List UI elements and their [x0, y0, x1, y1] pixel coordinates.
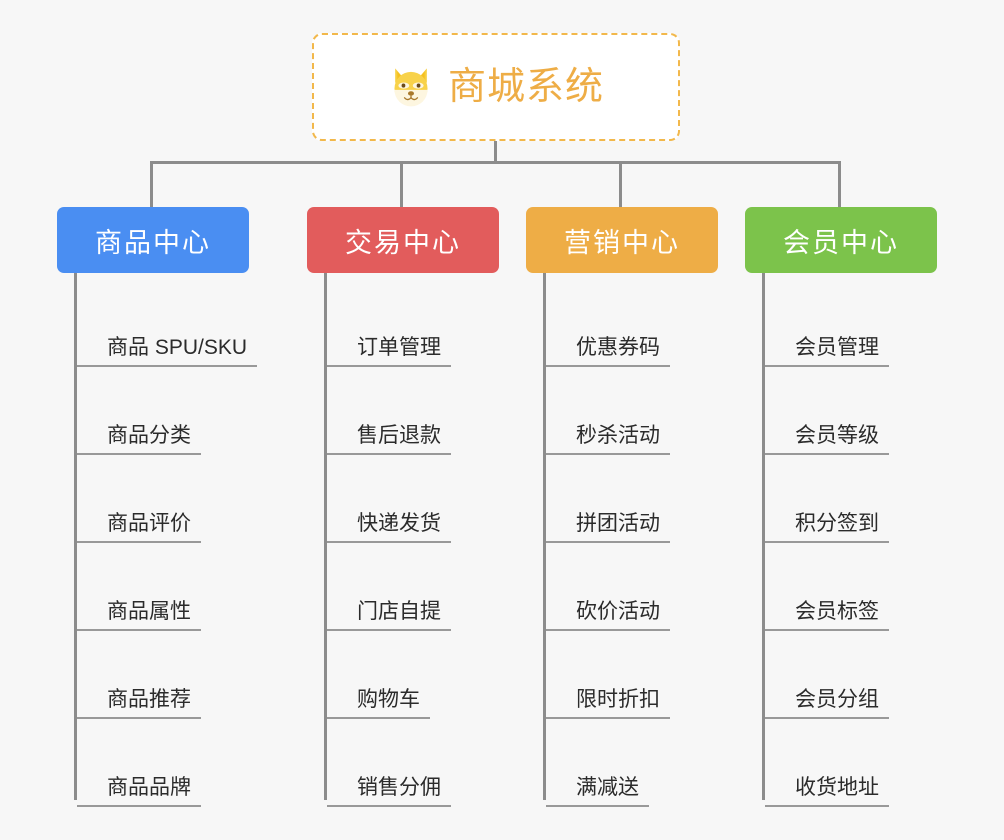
branch-items-1: 商品 SPU/SKU 商品分类 商品评价 商品属性 商品推荐 商品品牌 [74, 273, 258, 807]
connector-drop-3 [619, 161, 622, 208]
branch-header-1[interactable]: 商品中心 [57, 207, 249, 273]
leaf-label: 订单管理 [327, 335, 451, 367]
leaf-item[interactable]: 商品属性 [77, 543, 249, 631]
branch-header-4[interactable]: 会员中心 [745, 207, 937, 273]
leaf-item[interactable]: 会员标签 [765, 543, 937, 631]
branch-column-4: 会员中心 会员管理 会员等级 积分签到 会员标签 会员分组 收货地址 [745, 207, 937, 807]
branch-header-label: 交易中心 [345, 227, 461, 258]
leaf-item[interactable]: 砍价活动 [546, 543, 718, 631]
branch-column-2: 交易中心 订单管理 售后退款 快递发货 门店自提 购物车 销售分佣 [307, 207, 499, 807]
connector-drop-4 [838, 161, 841, 208]
branch-header-label: 商品中心 [95, 227, 211, 258]
leaf-label: 会员分组 [765, 687, 889, 719]
leaf-item[interactable]: 限时折扣 [546, 631, 718, 719]
leaf-item[interactable]: 会员管理 [765, 279, 937, 367]
connector-horizontal-bus [150, 161, 840, 164]
leaf-item[interactable]: 商品分类 [77, 367, 249, 455]
leaf-label: 门店自提 [327, 599, 451, 631]
leaf-label: 商品评价 [77, 511, 201, 543]
leaf-item[interactable]: 门店自提 [327, 543, 499, 631]
leaf-item[interactable]: 拼团活动 [546, 455, 718, 543]
leaf-item[interactable]: 商品推荐 [77, 631, 249, 719]
leaf-label: 购物车 [327, 687, 430, 719]
leaf-item[interactable]: 会员分组 [765, 631, 937, 719]
leaf-label: 售后退款 [327, 423, 451, 455]
leaf-label: 快递发货 [327, 511, 451, 543]
leaf-item[interactable]: 满减送 [546, 719, 718, 807]
leaf-item[interactable]: 会员等级 [765, 367, 937, 455]
leaf-item[interactable]: 商品评价 [77, 455, 249, 543]
connector-root-stem [494, 141, 497, 163]
branch-column-1: 商品中心 商品 SPU/SKU 商品分类 商品评价 商品属性 商品推荐 商品品牌 [57, 207, 258, 807]
branch-header-label: 营销中心 [564, 227, 680, 258]
leaf-label: 会员管理 [765, 335, 889, 367]
leaf-label: 会员标签 [765, 599, 889, 631]
leaf-item[interactable]: 商品品牌 [77, 719, 249, 807]
leaf-label: 优惠券码 [546, 335, 670, 367]
branch-items-2: 订单管理 售后退款 快递发货 门店自提 购物车 销售分佣 [324, 273, 499, 807]
leaf-label: 拼团活动 [546, 511, 670, 543]
leaf-item[interactable]: 秒杀活动 [546, 367, 718, 455]
leaf-label: 砍价活动 [546, 599, 670, 631]
root-node[interactable]: 商城系统 [312, 33, 680, 141]
leaf-item[interactable]: 快递发货 [327, 455, 499, 543]
leaf-item[interactable]: 优惠券码 [546, 279, 718, 367]
branch-header-label: 会员中心 [783, 227, 899, 258]
leaf-label: 秒杀活动 [546, 423, 670, 455]
branch-column-3: 营销中心 优惠券码 秒杀活动 拼团活动 砍价活动 限时折扣 满减送 [526, 207, 718, 807]
leaf-item[interactable]: 购物车 [327, 631, 499, 719]
leaf-item[interactable]: 收货地址 [765, 719, 937, 807]
leaf-label: 积分签到 [765, 511, 889, 543]
leaf-label: 销售分佣 [327, 775, 451, 807]
dog-face-icon [394, 68, 428, 107]
branch-header-3[interactable]: 营销中心 [526, 207, 718, 273]
root-title: 商城系统 [447, 66, 604, 108]
leaf-label: 商品 SPU/SKU [77, 335, 258, 367]
branch-items-3: 优惠券码 秒杀活动 拼团活动 砍价活动 限时折扣 满减送 [543, 273, 718, 807]
leaf-label: 会员等级 [765, 423, 889, 455]
leaf-label: 收货地址 [765, 775, 889, 807]
leaf-item[interactable]: 销售分佣 [327, 719, 499, 807]
leaf-label: 满减送 [546, 775, 649, 807]
leaf-item[interactable]: 商品 SPU/SKU [77, 279, 258, 367]
connector-drop-1 [150, 161, 153, 208]
leaf-item[interactable]: 售后退款 [327, 367, 499, 455]
connector-drop-2 [400, 161, 403, 208]
leaf-label: 限时折扣 [546, 687, 670, 719]
branch-header-2[interactable]: 交易中心 [307, 207, 499, 273]
leaf-item[interactable]: 积分签到 [765, 455, 937, 543]
leaf-label: 商品品牌 [77, 775, 201, 807]
leaf-label: 商品分类 [77, 423, 201, 455]
leaf-label: 商品推荐 [77, 687, 201, 719]
branch-items-4: 会员管理 会员等级 积分签到 会员标签 会员分组 收货地址 [762, 273, 937, 807]
leaf-item[interactable]: 订单管理 [327, 279, 499, 367]
leaf-label: 商品属性 [77, 599, 201, 631]
